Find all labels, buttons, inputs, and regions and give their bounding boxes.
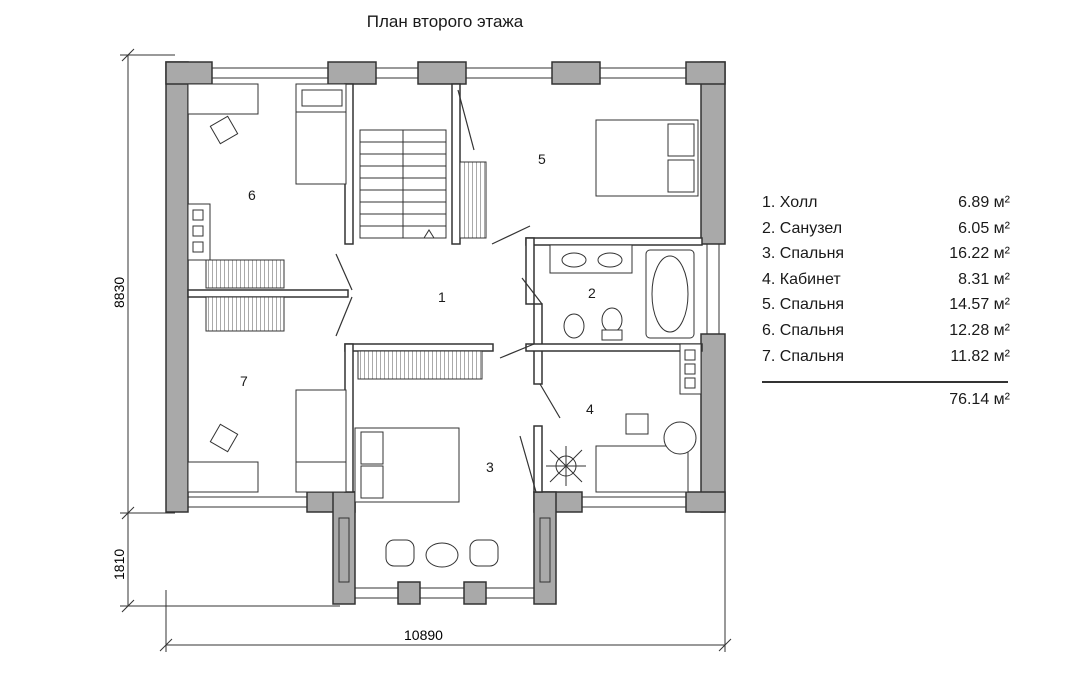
- legend-room: 7. Спальня: [762, 347, 845, 365]
- plan-title: План второго этажа: [366, 12, 524, 31]
- area-legend: 1. Холл 6.89 м² 2. Санузел 6.05 м² 3. Сп…: [762, 190, 1010, 409]
- bathroom-fixtures: [549, 244, 695, 341]
- legend-row: 3. Спальня 16.22 м²: [762, 241, 1010, 267]
- legend-room: 6. Спальня: [762, 321, 845, 339]
- room-number-5: 5: [538, 151, 546, 167]
- legend-row: 5. Спальня 14.57 м²: [762, 292, 1010, 318]
- room-number-6: 6: [248, 187, 256, 203]
- legend-room: 2. Санузел: [762, 219, 843, 237]
- window-frames: [187, 67, 720, 599]
- legend-room: 5. Спальня: [762, 296, 845, 314]
- room-number-2: 2: [588, 285, 596, 301]
- legend-area: 11.82 м²: [950, 347, 1010, 365]
- legend-row: 6. Спальня 12.28 м²: [762, 318, 1010, 344]
- plant-icon: [546, 446, 586, 486]
- legend-row: 2. Санузел 6.05 м²: [762, 216, 1010, 242]
- legend-total: 76.14 м²: [949, 391, 1010, 409]
- desks-chairs: [187, 83, 697, 568]
- room-number-labels: 1 2 3 4 5 6 7: [240, 151, 596, 475]
- legend-area: 12.28 м²: [949, 321, 1010, 339]
- legend-room: 3. Спальня: [762, 245, 845, 263]
- legend-row: 7. Спальня 11.82 м²: [762, 344, 1010, 370]
- legend-divider: [762, 381, 1008, 384]
- dimension-lines: [120, 48, 732, 652]
- room-number-4: 4: [586, 401, 594, 417]
- beds: [295, 83, 699, 503]
- dim-width: 10890: [404, 627, 443, 643]
- legend-area: 8.31 м²: [958, 270, 1010, 288]
- dim-height-main: 8830: [111, 277, 127, 308]
- room-number-7: 7: [240, 373, 248, 389]
- wardrobes: [187, 161, 702, 395]
- legend-area: 14.57 м²: [949, 296, 1010, 314]
- legend-area: 16.22 м²: [949, 245, 1010, 263]
- legend-area: 6.05 м²: [958, 219, 1010, 237]
- door-swings: [335, 89, 561, 493]
- legend-room: 4. Кабинет: [762, 270, 841, 288]
- legend-room: 1. Холл: [762, 194, 818, 211]
- room-number-3: 3: [486, 459, 494, 475]
- legend-area: 6.89 м²: [958, 194, 1010, 211]
- room-number-1: 1: [438, 289, 446, 305]
- staircase: [359, 129, 447, 239]
- legend-row: 4. Кабинет 8.31 м²: [762, 267, 1010, 293]
- dim-height-bay: 1810: [111, 549, 127, 580]
- legend-row: 1. Холл 6.89 м²: [762, 190, 1010, 216]
- interior-walls: [187, 83, 703, 493]
